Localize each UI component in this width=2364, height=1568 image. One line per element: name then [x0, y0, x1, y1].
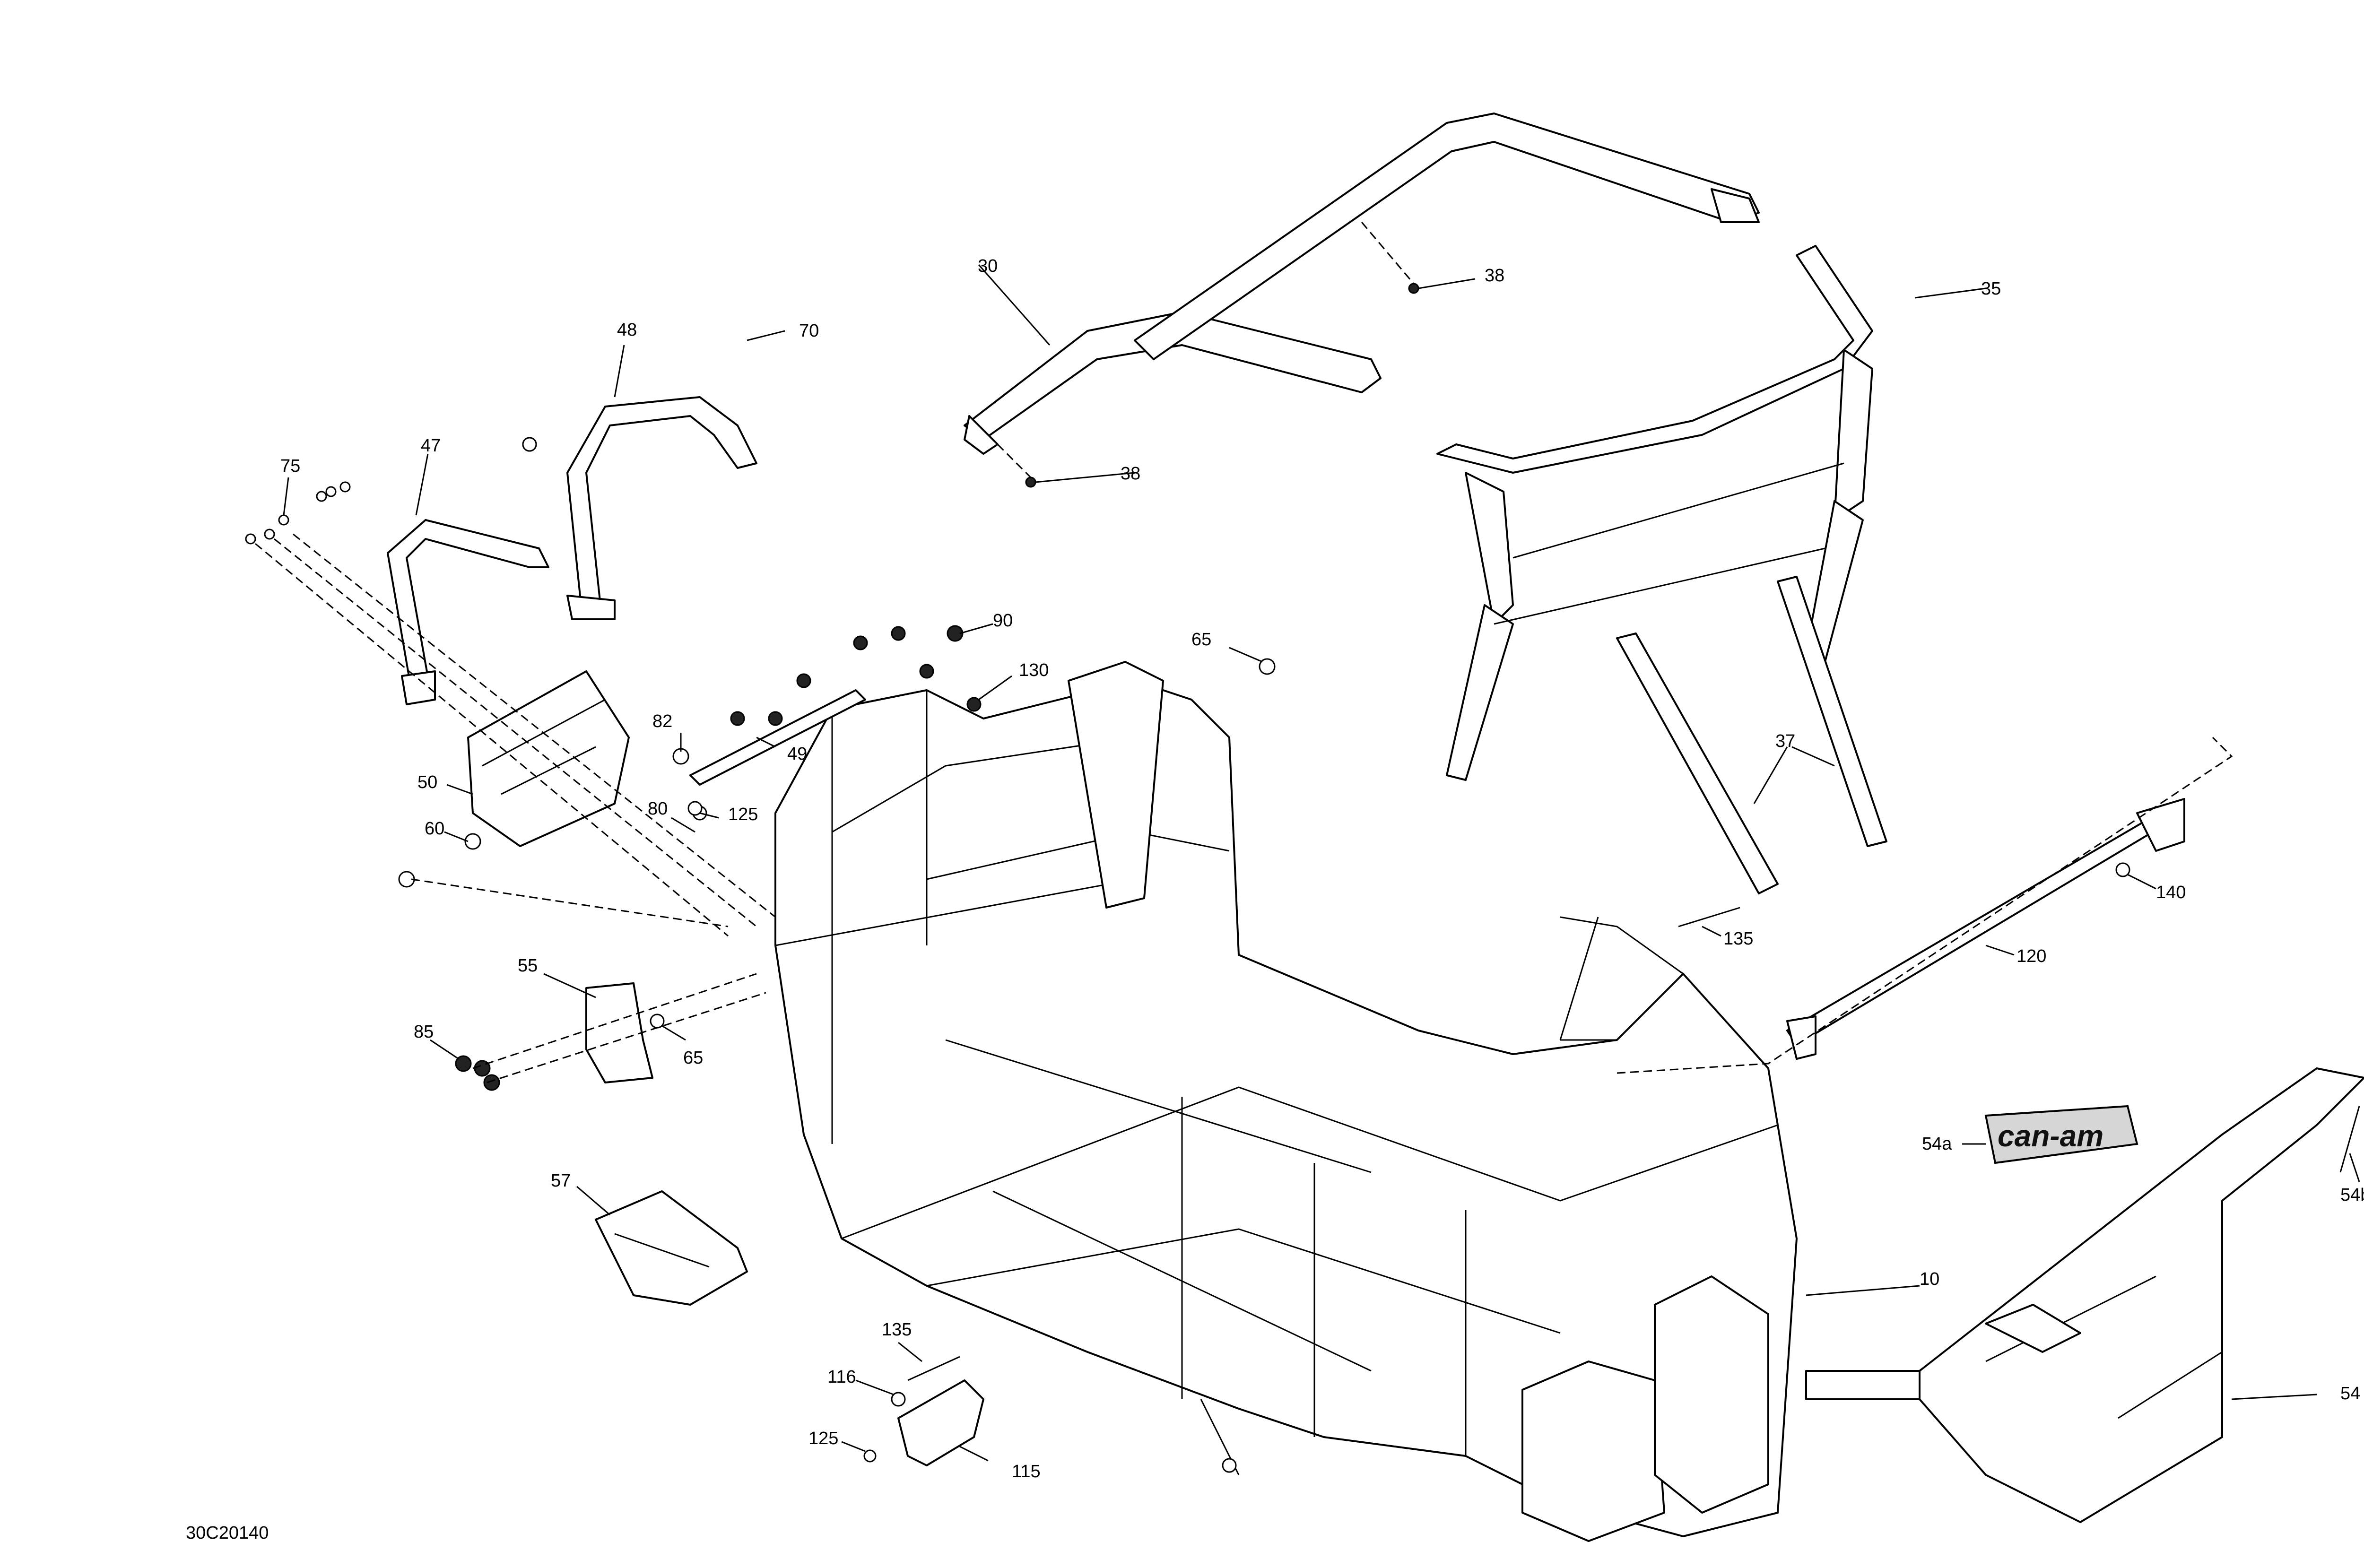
callout-90: 90: [993, 611, 1013, 631]
callout-49: 49: [787, 744, 807, 764]
callout-82: 82: [652, 711, 672, 731]
bracket-part-115[interactable]: [897, 1379, 989, 1466]
callout-10: 10: [1920, 1269, 1939, 1289]
callout-70: 70: [799, 321, 819, 341]
callout-30: 30: [978, 256, 998, 276]
front-bumper-part-54[interactable]: [1805, 1067, 2364, 1523]
can-am-decal-part-54a[interactable]: can-am: [1962, 1105, 2138, 1164]
callout-135b: 135: [882, 1320, 912, 1340]
bracket-part-50[interactable]: [446, 670, 630, 847]
spring-54b-icon[interactable]: [2339, 1106, 2360, 1173]
callout-38a: 38: [1485, 266, 1504, 286]
cross-bar-part-120[interactable]: [1617, 736, 2233, 1074]
nut-140-icon[interactable]: [2115, 862, 2130, 877]
callout-54: 54: [2340, 1384, 2360, 1403]
strut-parts-37[interactable]: [1616, 576, 1887, 894]
grab-bar-part-48[interactable]: [566, 345, 757, 620]
nut-90-icon[interactable]: [947, 625, 964, 642]
nut-130-icon[interactable]: [966, 697, 982, 712]
bolt-135-icon[interactable]: [1678, 907, 1740, 927]
nut-85-icon[interactable]: [455, 1055, 472, 1072]
bolt-65b-icon[interactable]: [1259, 658, 1276, 675]
diagram-code: 30C20140: [186, 1523, 269, 1543]
callout-47: 47: [421, 436, 441, 456]
callout-57: 57: [551, 1171, 571, 1191]
roll-cage-part-30[interactable]: [964, 113, 1760, 455]
bracket-bar-part-49[interactable]: [689, 689, 866, 786]
bolt-135b-icon[interactable]: [907, 1356, 960, 1381]
main-frame-part-10[interactable]: [774, 661, 1920, 1542]
bracket-part-55[interactable]: [543, 973, 653, 1083]
callout-50: 50: [417, 772, 437, 792]
callout-75: 75: [280, 456, 300, 476]
can-am-logo-text: can-am: [1998, 1119, 2103, 1153]
callout-120: 120: [2016, 946, 2046, 966]
callout-48: 48: [617, 320, 637, 340]
callout-116: 116: [827, 1367, 856, 1387]
grab-bar-part-47[interactable]: [387, 453, 549, 705]
callout-125a: 125: [728, 805, 758, 824]
callout-140: 140: [2156, 883, 2186, 902]
callout-65b: 65: [683, 1048, 703, 1068]
callout-54a: 54a: [1922, 1134, 1952, 1154]
hardware-fasteners: [245, 222, 2360, 1463]
nut-60-icon[interactable]: [464, 833, 481, 850]
callout-35: 35: [1981, 279, 2001, 299]
callout-80: 80: [648, 799, 668, 819]
callout-37: 37: [1775, 731, 1795, 751]
callout-38b: 38: [1121, 464, 1140, 484]
callout-60: 60: [425, 819, 444, 839]
callout-labels: 10 30 35 37 38 38 47 48 49 50 54 54a 54b…: [280, 256, 2364, 1481]
bolt-116-icon[interactable]: [891, 1392, 906, 1407]
callout-130: 130: [1019, 660, 1049, 680]
callout-125b: 125: [808, 1429, 838, 1448]
callout-85: 85: [414, 1022, 434, 1042]
callout-55: 55: [518, 956, 538, 976]
nut-38a-icon[interactable]: [1408, 283, 1419, 294]
bolt-125b-icon[interactable]: [863, 1449, 877, 1463]
callout-54b: 54b: [2340, 1185, 2364, 1205]
bracket-part-57[interactable]: [576, 1186, 748, 1306]
rear-cage-part-35[interactable]: [1436, 245, 1986, 781]
callout-115: 115: [1012, 1462, 1041, 1481]
bolt-65-icon[interactable]: [650, 1014, 665, 1029]
callout-135a: 135: [1723, 929, 1753, 949]
callout-65a: 65: [1191, 630, 1211, 650]
nut-38b-icon[interactable]: [1025, 476, 1036, 488]
